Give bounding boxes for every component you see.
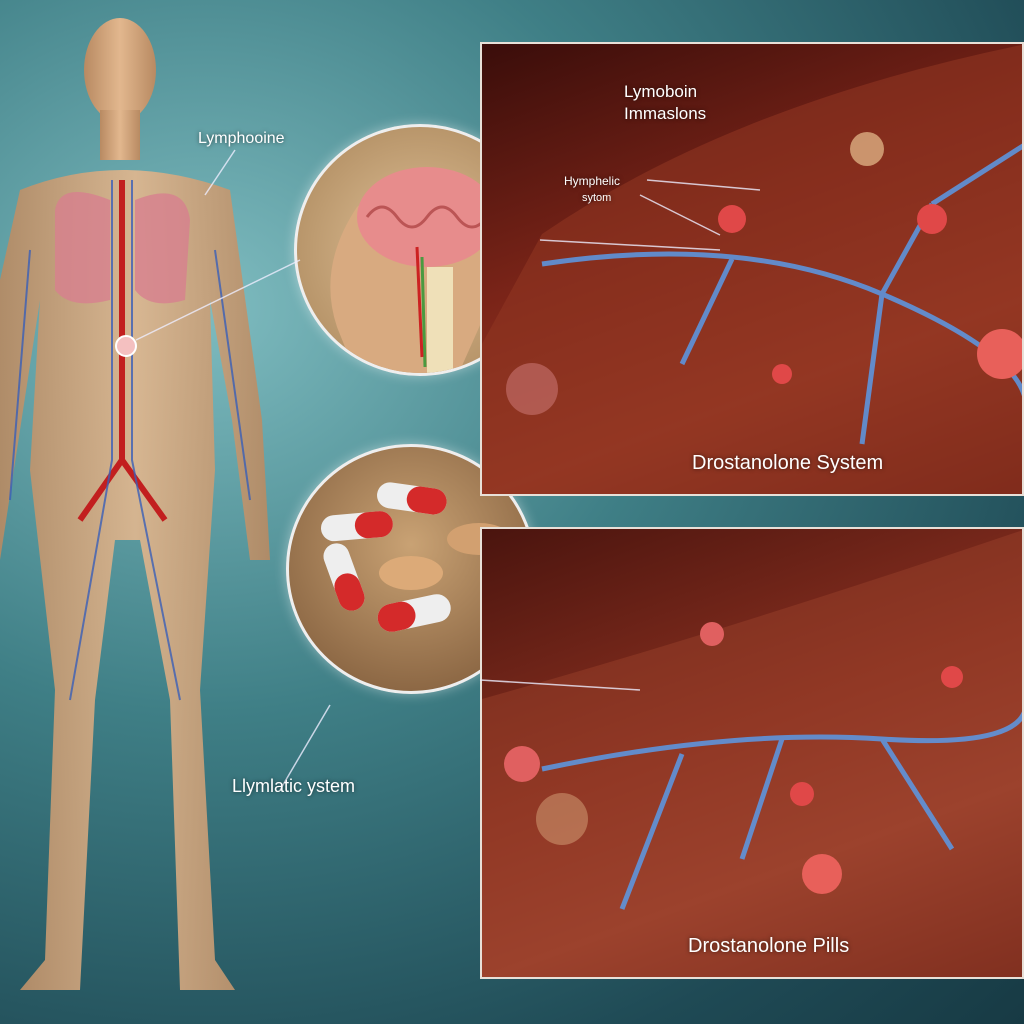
panel-top-sublabel-line2: sytom xyxy=(582,192,612,204)
head-brain-illustration xyxy=(330,167,505,373)
panel-top-title-line1: Lymoboin xyxy=(624,82,698,101)
panel-bottom-caption: Drostanolone Pills xyxy=(688,935,850,957)
panel-top-sublabel-line1: Hymphelic xyxy=(564,174,621,188)
top-tissue-panel: Lymoboin Immaslons Hymphelic sytom Drost… xyxy=(480,42,1024,496)
body-label: Lymphooine xyxy=(198,130,285,147)
panel-top-title-line2: Immaslons xyxy=(624,104,707,123)
bottom-tissue-panel: Drostanolone Pills xyxy=(480,527,1024,979)
top-vessel-illustration xyxy=(482,44,1022,494)
human-body-figure xyxy=(0,18,270,990)
panel-top-caption: Drostanolone System xyxy=(692,452,884,474)
bottom-vessel-illustration xyxy=(482,530,1022,977)
lymphatic-label: Llymlatic ystem xyxy=(232,776,356,796)
